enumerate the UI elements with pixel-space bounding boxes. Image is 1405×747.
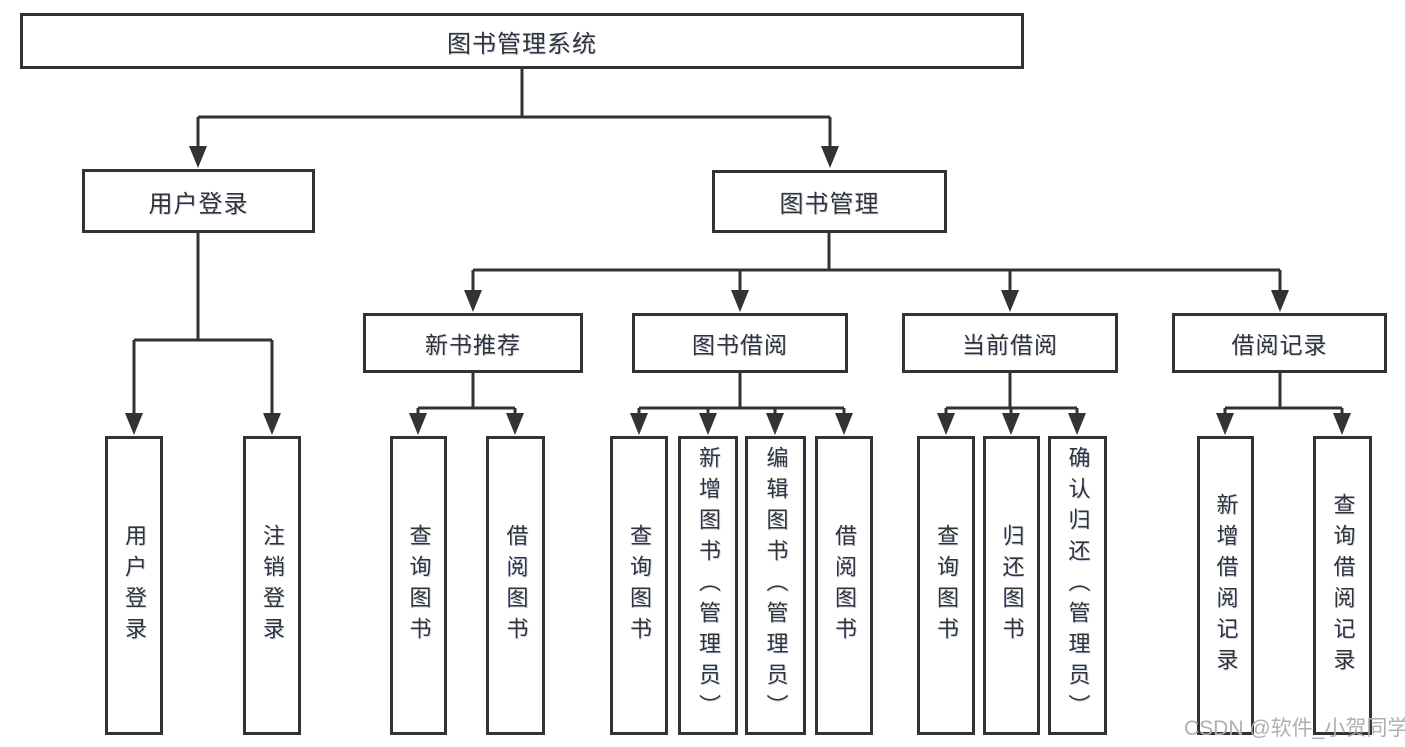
- leaf-label: 确认归还（管理员）: [1065, 446, 1091, 725]
- leaf-user-login: 用户登录: [105, 436, 163, 735]
- leaf-edit-book-admin: 编辑图书（管理员）: [745, 436, 806, 735]
- leaf-label: 用户登录: [122, 523, 147, 648]
- csdn-watermark: CSDN @软件_小贺同学: [1184, 717, 1405, 740]
- node-label: 图书管理系统: [447, 30, 597, 58]
- node-book-management: 图书管理: [712, 170, 947, 233]
- leaf-label: 查询图书: [934, 523, 959, 648]
- leaf-label: 借阅图书: [832, 523, 857, 648]
- leaf-query-books-current: 查询图书: [917, 436, 975, 735]
- leaf-label: 新增图书（管理员）: [696, 446, 721, 725]
- node-label: 新书推荐: [425, 332, 521, 358]
- node-borrowing-records: 借阅记录: [1172, 313, 1387, 373]
- leaf-return-books: 归还图书: [983, 436, 1040, 735]
- leaf-query-books-borrowing: 查询图书: [610, 436, 668, 735]
- leaf-query-books-recommend: 查询图书: [390, 436, 447, 735]
- node-user-login: 用户登录: [82, 169, 315, 233]
- leaf-label: 借阅图书: [503, 523, 529, 648]
- node-label: 图书借阅: [692, 332, 788, 358]
- node-current-borrowing: 当前借阅: [902, 313, 1118, 373]
- leaf-label: 查询借阅记录: [1330, 492, 1356, 679]
- leaf-label: 新增借阅记录: [1213, 492, 1239, 679]
- node-label: 借阅记录: [1231, 332, 1328, 358]
- leaf-query-borrow-record: 查询借阅记录: [1313, 436, 1372, 735]
- leaf-label: 查询图书: [627, 523, 652, 648]
- leaf-confirm-return-admin: 确认归还（管理员）: [1048, 436, 1107, 735]
- leaf-borrow-books-recommend: 借阅图书: [486, 436, 545, 735]
- node-book-borrowing: 图书借阅: [632, 313, 848, 373]
- node-new-book-recommend: 新书推荐: [363, 313, 583, 373]
- node-label: 当前借阅: [962, 332, 1058, 358]
- leaf-label: 注销登录: [260, 523, 285, 648]
- leaf-logout: 注销登录: [243, 436, 301, 735]
- leaf-label: 编辑图书（管理员）: [763, 446, 789, 725]
- leaf-add-book-admin: 新增图书（管理员）: [678, 436, 738, 735]
- leaf-label: 归还图书: [999, 523, 1025, 648]
- node-label: 图书管理: [779, 191, 880, 218]
- leaf-label: 查询图书: [406, 523, 432, 648]
- node-library-management-system: 图书管理系统: [20, 13, 1024, 69]
- leaf-add-borrow-record: 新增借阅记录: [1197, 436, 1254, 735]
- leaf-borrow-books-borrowing: 借阅图书: [815, 436, 873, 735]
- node-label: 用户登录: [148, 190, 249, 218]
